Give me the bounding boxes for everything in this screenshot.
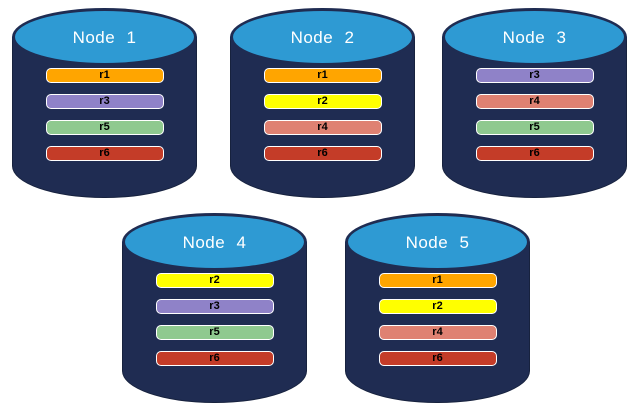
cylinder-top-ellipse: Node 1: [12, 8, 197, 66]
replica-label: r6: [99, 147, 110, 159]
cylinder-top-ellipse: Node 2: [230, 8, 415, 66]
replica-label: r2: [432, 300, 443, 312]
replica-bar-r1: r1: [378, 273, 497, 288]
replica-bar-r4: r4: [475, 94, 594, 109]
replica-bar-r2: r2: [155, 273, 274, 288]
replica-bar-r6: r6: [475, 146, 594, 161]
replica-label: r5: [99, 121, 110, 133]
replica-bar-r1: r1: [263, 68, 382, 83]
database-node-1: Node 1 r1 r3 r5 r6: [12, 8, 197, 198]
replica-label: r5: [209, 326, 220, 338]
replica-label: r6: [209, 352, 220, 364]
replica-bar-r5: r5: [155, 325, 274, 340]
replica-label: r4: [317, 121, 328, 133]
replica-label: r4: [432, 326, 443, 338]
replica-label: r1: [432, 274, 443, 286]
replica-bar-r3: r3: [45, 94, 164, 109]
replica-bar-r6: r6: [263, 146, 382, 161]
replica-label: r3: [529, 69, 540, 81]
replica-label: r6: [317, 147, 328, 159]
replica-bar-r6: r6: [45, 146, 164, 161]
node-label: Node 2: [290, 28, 355, 47]
cylinder-top-ellipse: Node 5: [345, 213, 530, 271]
replica-label: r3: [99, 95, 110, 107]
replica-label: r2: [209, 274, 220, 286]
replica-label: r6: [432, 352, 443, 364]
database-node-5: Node 5 r1 r2 r4 r6: [345, 213, 530, 403]
replica-list: r3 r4 r5 r6: [442, 68, 627, 161]
node-label: Node 4: [182, 233, 247, 252]
node-label: Node 1: [72, 28, 137, 47]
replica-label: r6: [529, 147, 540, 159]
database-node-2: Node 2 r1 r2 r4 r6: [230, 8, 415, 198]
replica-label: r4: [529, 95, 540, 107]
replica-label: r5: [529, 121, 540, 133]
replica-bar-r1: r1: [45, 68, 164, 83]
replica-bar-r6: r6: [155, 351, 274, 366]
replica-list: r2 r3 r5 r6: [122, 273, 307, 366]
replica-bar-r2: r2: [263, 94, 382, 109]
replica-bar-r6: r6: [378, 351, 497, 366]
replica-list: r1 r3 r5 r6: [12, 68, 197, 161]
replica-label: r1: [317, 69, 328, 81]
database-node-4: Node 4 r2 r3 r5 r6: [122, 213, 307, 403]
replica-label: r2: [317, 95, 328, 107]
database-node-3: Node 3 r3 r4 r5 r6: [442, 8, 627, 198]
replica-bar-r5: r5: [45, 120, 164, 135]
node-label: Node 3: [502, 28, 567, 47]
replica-bar-r3: r3: [475, 68, 594, 83]
replica-label: r1: [99, 69, 110, 81]
replica-bar-r3: r3: [155, 299, 274, 314]
cylinder-top-ellipse: Node 3: [442, 8, 627, 66]
replica-bar-r2: r2: [378, 299, 497, 314]
replica-bar-r4: r4: [378, 325, 497, 340]
replica-list: r1 r2 r4 r6: [230, 68, 415, 161]
replica-bar-r5: r5: [475, 120, 594, 135]
replica-label: r3: [209, 300, 220, 312]
replica-bar-r4: r4: [263, 120, 382, 135]
cylinder-top-ellipse: Node 4: [122, 213, 307, 271]
replica-list: r1 r2 r4 r6: [345, 273, 530, 366]
node-label: Node 5: [405, 233, 470, 252]
